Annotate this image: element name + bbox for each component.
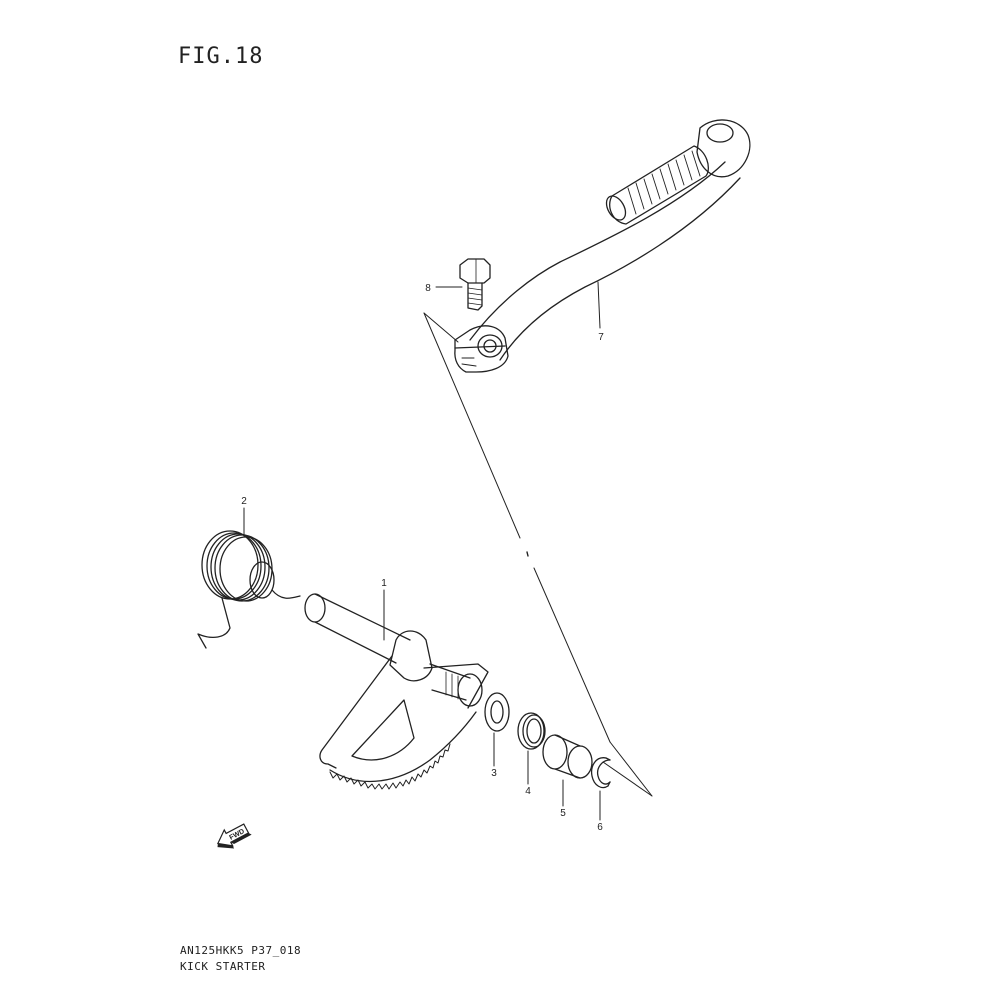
kick-starter-lever (454, 119, 751, 373)
callout-6: 6 (597, 822, 603, 833)
washer (484, 692, 510, 732)
section-name: KICK STARTER (180, 960, 266, 973)
callout-7: 7 (598, 332, 604, 343)
callout-5: 5 (560, 808, 566, 819)
return-spring (197, 530, 301, 649)
fwd-arrow-icon: FWD (216, 823, 252, 849)
kick-starter-shaft-gear (304, 593, 489, 790)
callout-4: 4 (525, 786, 531, 797)
leader-lines (243, 281, 601, 821)
callout-1: 1 (381, 578, 387, 589)
page-code: P37_018 (251, 944, 302, 957)
bushing (542, 734, 593, 779)
circlip (590, 757, 611, 789)
figure-code-line: AN125HKK5 P37_018 (180, 944, 301, 957)
bolt (459, 258, 491, 311)
callout-8: 8 (425, 283, 431, 294)
oil-seal (517, 712, 546, 750)
callout-2: 2 (241, 496, 247, 507)
callout-3: 3 (491, 768, 497, 779)
figure-title: FIG.18 (178, 44, 264, 69)
assembly-guide-line (423, 312, 653, 797)
model-code: AN125HKK5 (180, 944, 245, 957)
